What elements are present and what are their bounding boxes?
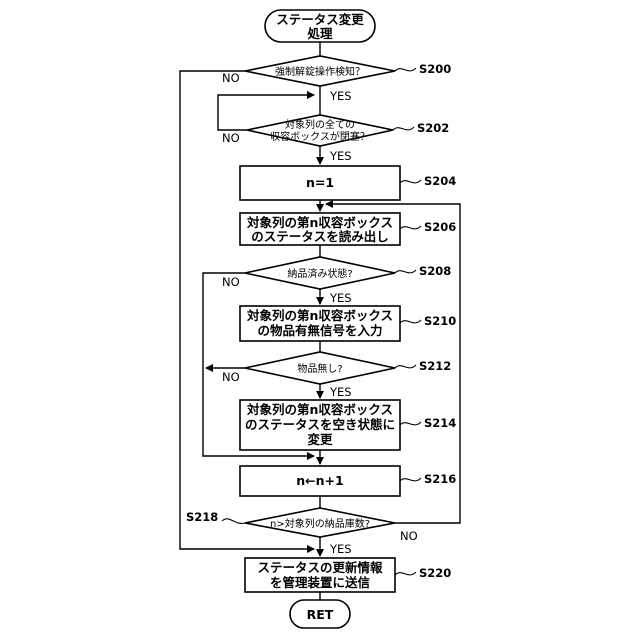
no-label-s218: NO [400,529,418,543]
leader-s204 [400,180,421,183]
leader-s200 [395,68,416,71]
yes-label-s212: YES [329,385,352,399]
leader-s206 [400,226,421,229]
s214-text-line1: 対象列の第n収容ボックス [246,402,393,417]
leader-s216 [400,478,421,481]
step-s206: S206 [424,220,456,234]
s210-text-line2: の物品有無信号を入力 [257,323,382,338]
no-label-s200: NO [222,71,240,85]
step-s200: S200 [419,62,451,76]
s216-text: n←n+1 [296,473,343,488]
s202-text-line2: 収容ボックスが閉塞？ [270,130,370,143]
no-label-s212: NO [222,370,240,384]
leader-s218 [222,519,245,524]
s218-text: n>対象列の納品庫数? [270,517,370,530]
s214-text-line3: 変更 [307,432,333,447]
yes-label-s200: YES [329,89,352,103]
s204-text: n=1 [306,175,334,190]
step-s214: S214 [424,416,456,430]
s220-text-line1: ステータスの更新情報 [257,560,383,575]
yes-label-s202: YES [329,149,352,163]
step-s212: S212 [419,359,451,373]
yes-label-s208: YES [329,291,352,305]
start-label-line2: 処理 [306,26,333,41]
no-label-s208: NO [222,275,240,289]
leader-s220 [395,572,416,575]
s202-text-line1: 対象列の全ての [285,118,355,131]
step-s216: S216 [424,472,456,486]
s210-text-line1: 対象列の第n収容ボックス [246,308,393,323]
s206-text-line1: 対象列の第n収容ボックス [246,215,393,230]
step-s210: S210 [424,314,456,328]
leader-s212 [395,365,416,368]
leader-s202 [393,127,414,130]
s220-text-line2: を管理装置に送信 [270,575,371,590]
s208-text: 納品済み状態? [287,267,352,280]
no-label-s202: NO [222,131,240,145]
s200-text: 強制解錠操作検知？ [275,65,365,78]
s212-text: 物品無し? [297,362,342,375]
leader-s208 [395,270,416,273]
step-s220: S220 [419,566,451,580]
leader-s210 [400,320,421,323]
yes-label-s218: YES [329,542,352,556]
s206-text-line2: のステータスを読み出し [251,229,389,244]
s214-text-line2: のステータスを空き状態に [245,417,395,432]
start-label-line1: ステータス変更 [276,12,364,27]
step-s204: S204 [424,174,456,188]
step-s202: S202 [417,121,449,135]
leader-s214 [400,422,421,425]
end-text: RET [307,607,334,622]
step-s218: S218 [186,510,218,524]
step-s208: S208 [419,264,451,278]
